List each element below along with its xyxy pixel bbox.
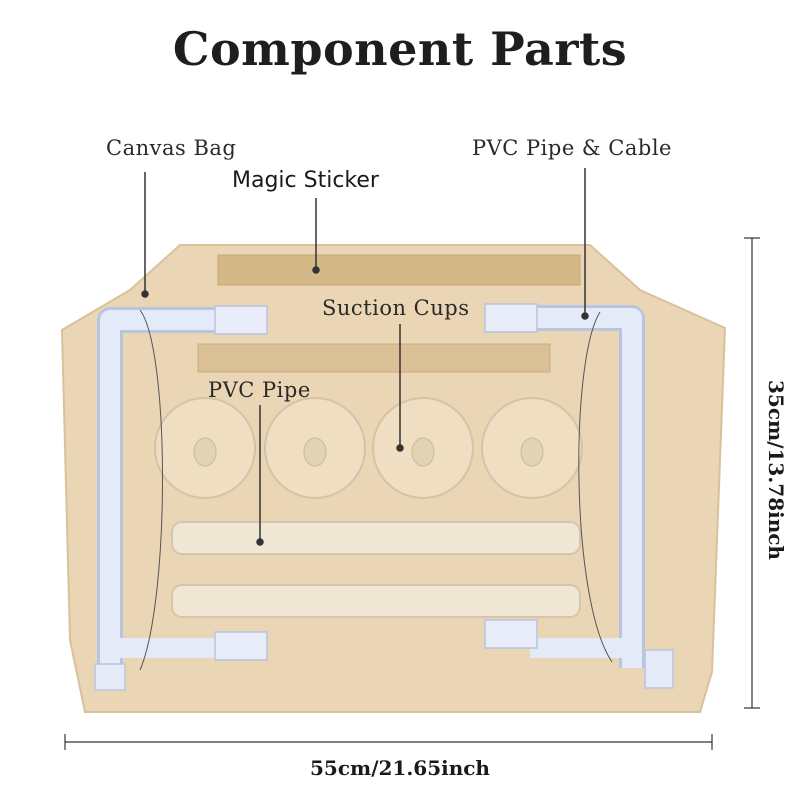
label-canvas-bag: Canvas Bag — [106, 136, 237, 160]
dimension-height-label: 35cm/13.78inch — [764, 380, 788, 560]
pvc-pipe-rod — [171, 584, 581, 618]
page-title: Component Parts — [172, 22, 628, 76]
sticker-strip-middle — [197, 343, 551, 373]
cable — [139, 309, 163, 671]
dimension-line-height — [744, 237, 760, 709]
pvc-pipe-rod — [171, 521, 581, 555]
dimension-line-width — [64, 734, 713, 750]
label-magic-sticker: Magic Sticker — [232, 168, 379, 193]
label-suction-cups: Suction Cups — [322, 296, 470, 320]
label-pvc-pipe: PVC Pipe — [208, 378, 311, 402]
magic-sticker-strip — [217, 254, 581, 286]
dimension-width-label: 55cm/21.65inch — [310, 756, 490, 780]
label-pvc-pipe-cable: PVC Pipe & Cable — [472, 136, 672, 160]
